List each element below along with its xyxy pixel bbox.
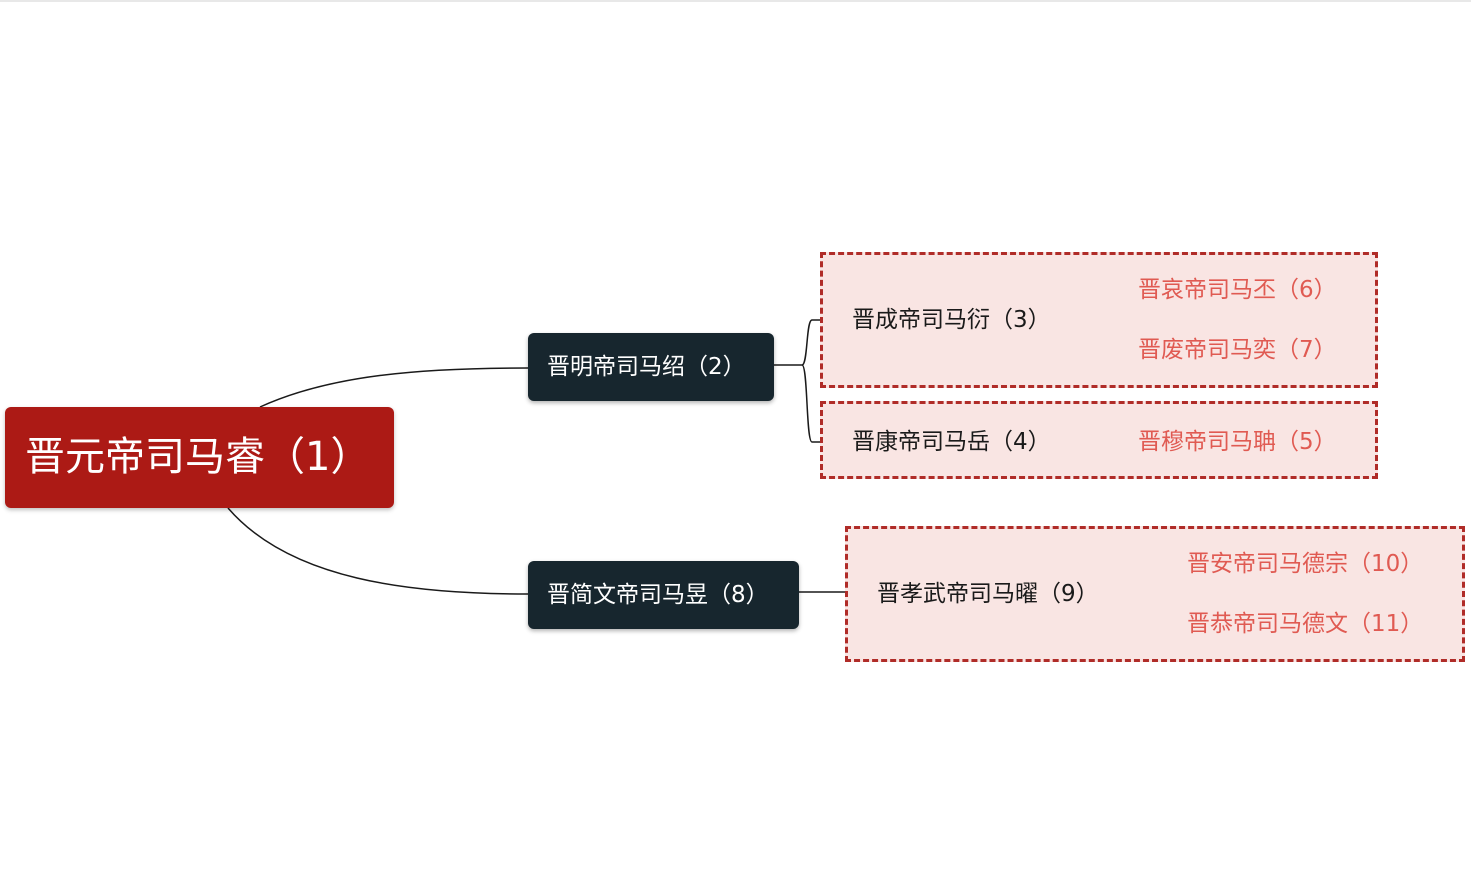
- connector-branch-2-child-4: [801, 364, 838, 443]
- node-10[interactable]: 晋安帝司马德宗（10）: [1187, 551, 1424, 577]
- top-divider: [0, 0, 1471, 2]
- node-5[interactable]: 晋穆帝司马聃（5）: [1138, 429, 1337, 455]
- boundary-group-9: [845, 526, 1465, 662]
- node-11[interactable]: 晋恭帝司马德文（11）: [1187, 611, 1424, 637]
- connector-root-branch-2: [259, 367, 529, 408]
- connector-root-branch-8: [227, 507, 529, 595]
- node-6[interactable]: 晋哀帝司马丕（6）: [1138, 277, 1337, 303]
- node-9[interactable]: 晋孝武帝司马曜（9）: [877, 581, 1099, 607]
- connector-branch-2-child-3: [801, 319, 838, 366]
- node-3[interactable]: 晋成帝司马衍（3）: [852, 307, 1051, 333]
- node-4[interactable]: 晋康帝司马岳（4）: [852, 429, 1051, 455]
- branch-node-2[interactable]: 晋明帝司马绍（2）: [528, 333, 774, 401]
- branch-node-8[interactable]: 晋简文帝司马昱（8）: [528, 561, 799, 629]
- boundary-group-4: [820, 401, 1378, 479]
- boundary-group-3: [820, 252, 1378, 388]
- root-node[interactable]: 晋元帝司马睿（1）: [5, 407, 394, 508]
- node-7[interactable]: 晋废帝司马奕（7）: [1138, 337, 1337, 363]
